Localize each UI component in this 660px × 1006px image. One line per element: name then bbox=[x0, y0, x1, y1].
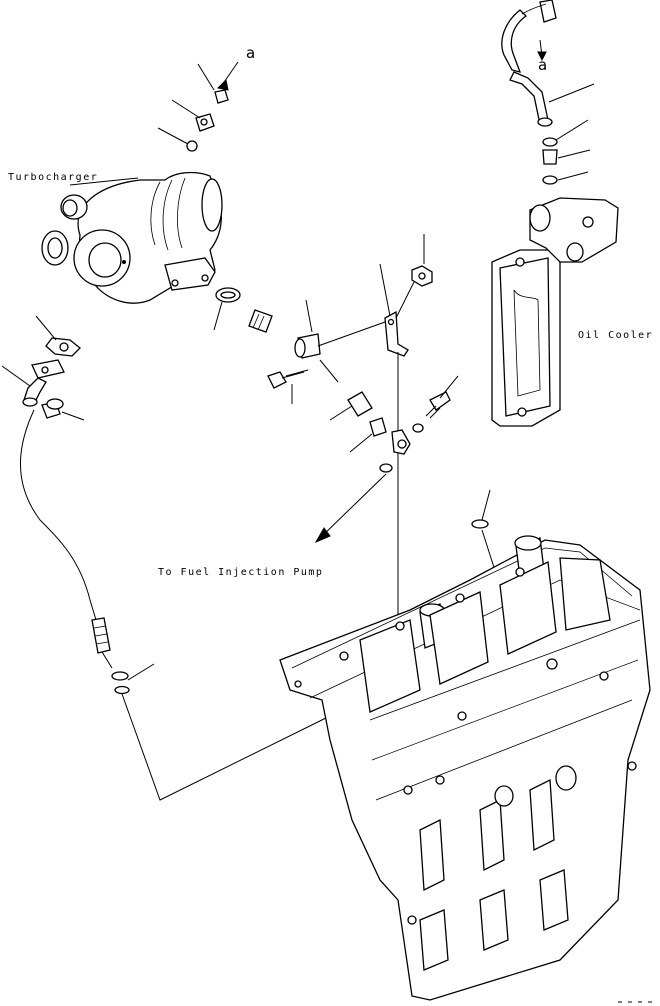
drain-bolt bbox=[41, 398, 85, 421]
reference-a-left: a bbox=[246, 44, 255, 62]
oil-cooler-label: Oil Cooler bbox=[578, 330, 653, 341]
turbocharger bbox=[41, 171, 223, 304]
eye-joint bbox=[391, 429, 411, 455]
drain-flange-tube bbox=[1, 359, 65, 407]
drain-hose-path bbox=[20, 409, 97, 621]
drain-leader-line bbox=[121, 693, 331, 801]
drain-oring bbox=[111, 663, 155, 695]
washer-small bbox=[412, 423, 424, 433]
fuel-line-washer bbox=[314, 463, 393, 544]
oil-cooler-oring bbox=[542, 171, 589, 185]
cylinder-block bbox=[279, 535, 651, 1001]
turbocharger-label: Turbocharger bbox=[8, 172, 98, 183]
fuel-pump-label: To Fuel Injection Pump bbox=[158, 567, 323, 578]
reference-a-right: a bbox=[538, 56, 547, 74]
joint-bolt bbox=[425, 375, 459, 419]
supply-hose bbox=[501, 0, 595, 127]
turbo-oring-small bbox=[157, 127, 198, 152]
oil-cooler-nipple bbox=[542, 119, 591, 165]
oil-cooler bbox=[491, 197, 619, 427]
center-sleeve bbox=[349, 417, 387, 453]
center-hose bbox=[329, 391, 373, 421]
rubber-hose-short bbox=[248, 309, 273, 333]
turbo-clip bbox=[213, 287, 241, 331]
turbo-fitting-top bbox=[197, 61, 239, 104]
turbo-elbow-fitting bbox=[171, 99, 215, 132]
center-bolt bbox=[267, 369, 309, 404]
hose-clamp-center bbox=[294, 299, 386, 383]
drain-gasket bbox=[35, 315, 81, 357]
flange-nut bbox=[395, 234, 433, 319]
drain-hose-end bbox=[91, 617, 113, 669]
